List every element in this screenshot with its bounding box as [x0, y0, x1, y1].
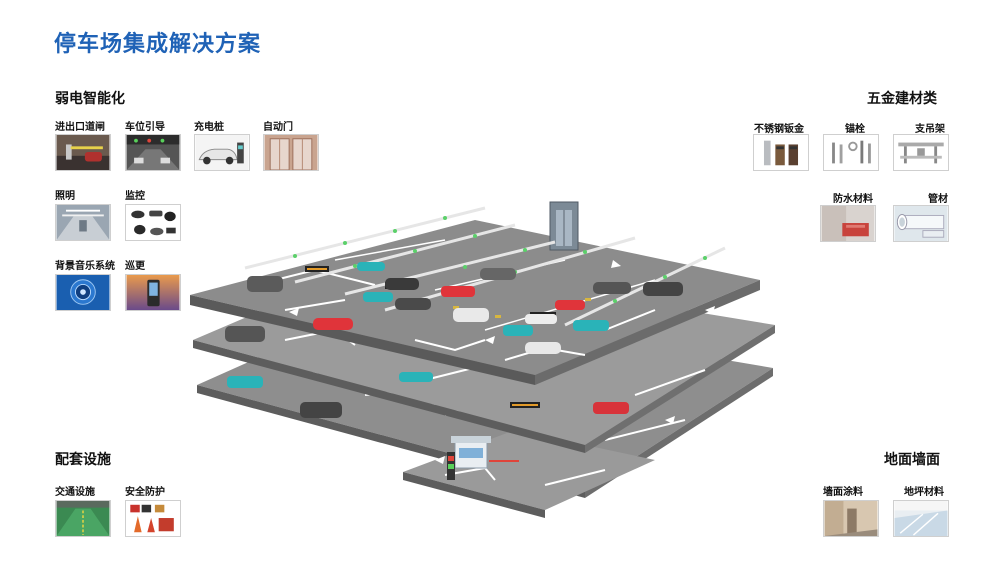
label-charging-pile: 充电桩 — [194, 122, 224, 133]
gate-barrier-image — [55, 134, 111, 171]
label-wall-paint: 墙面涂料 — [823, 487, 863, 498]
direction-arrows — [289, 260, 715, 464]
floor-coating-image — [893, 500, 949, 537]
label-gate: 进出口道闸 — [55, 122, 105, 133]
label-pipe: 管材 — [928, 194, 948, 205]
toll-booth — [447, 436, 519, 480]
page-title: 停车场集成解决方案 — [54, 32, 262, 57]
section-heading-floor-wall: 地面墙面 — [884, 452, 940, 468]
top-level — [190, 220, 760, 385]
wall-paint-image — [823, 500, 879, 537]
label-support-hanger: 支吊架 — [915, 124, 945, 135]
monitoring-cameras-image — [125, 204, 181, 241]
traffic-facilities-image — [55, 500, 111, 537]
parking-structure-illustration — [190, 201, 775, 518]
label-waterproof: 防水材料 — [833, 194, 873, 205]
label-lighting: 照明 — [55, 191, 75, 202]
support-hanger-image — [893, 134, 949, 171]
label-traffic-facilities: 交通设施 — [55, 487, 95, 498]
auto-door-image — [263, 134, 319, 171]
section-heading-weak-current: 弱电智能化 — [55, 91, 125, 107]
label-patrol: 巡更 — [125, 261, 145, 272]
stainless-sheet-image — [753, 134, 809, 171]
section-heading-supporting-facilities: 配套设施 — [55, 452, 111, 468]
label-floor-coating: 地坪材料 — [904, 487, 944, 498]
section-heading-hardware: 五金建材类 — [867, 91, 937, 107]
label-auto-door: 自动门 — [263, 122, 293, 133]
space-guidance-image — [125, 134, 181, 171]
speaker-image — [55, 274, 111, 311]
anchor-bolt-image — [823, 134, 879, 171]
charging-pile-image — [194, 134, 250, 171]
lighting-image — [55, 204, 111, 241]
label-monitoring: 监控 — [125, 191, 145, 202]
label-safety-protection: 安全防护 — [125, 487, 165, 498]
label-space-guidance: 车位引导 — [125, 122, 165, 133]
cars — [225, 262, 683, 418]
label-background-music: 背景音乐系统 — [55, 261, 115, 272]
label-anchor-bolt: 锚栓 — [845, 124, 865, 135]
waterproof-material-image — [820, 205, 876, 242]
label-stainless-sheet: 不锈钢钣金 — [754, 124, 804, 135]
patrol-device-image — [125, 274, 181, 311]
pipe-image — [893, 205, 949, 242]
safety-protection-image — [125, 500, 181, 537]
